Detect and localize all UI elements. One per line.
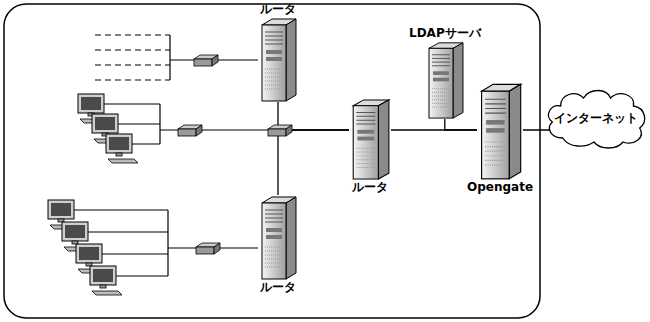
router-node: ルータ <box>258 195 298 295</box>
network-link <box>278 130 349 195</box>
server-icon <box>258 195 298 280</box>
gateway-server-node: Opengate <box>467 82 533 195</box>
node-label: Opengate <box>467 180 533 195</box>
server-icon <box>258 17 298 102</box>
hub-icon <box>178 125 202 136</box>
node-label: ルータ <box>260 280 296 295</box>
node-label: ルータ <box>260 2 296 17</box>
router-node: ルータ <box>349 98 391 195</box>
node-label: ルータ <box>352 180 388 195</box>
hub-icon <box>194 55 218 66</box>
server-icon <box>349 98 391 180</box>
network-link <box>445 119 477 130</box>
server-icon <box>425 41 465 119</box>
node-label: インターネット <box>554 111 638 126</box>
ldap-server-node: LDAPサーバ <box>409 26 481 119</box>
internet-cloud: インターネット <box>544 86 648 150</box>
server-icon <box>477 82 523 180</box>
node-label: LDAPサーバ <box>409 26 481 41</box>
hub-icon <box>196 243 220 254</box>
hub-icon <box>268 125 292 136</box>
router-node: ルータ <box>258 2 298 102</box>
